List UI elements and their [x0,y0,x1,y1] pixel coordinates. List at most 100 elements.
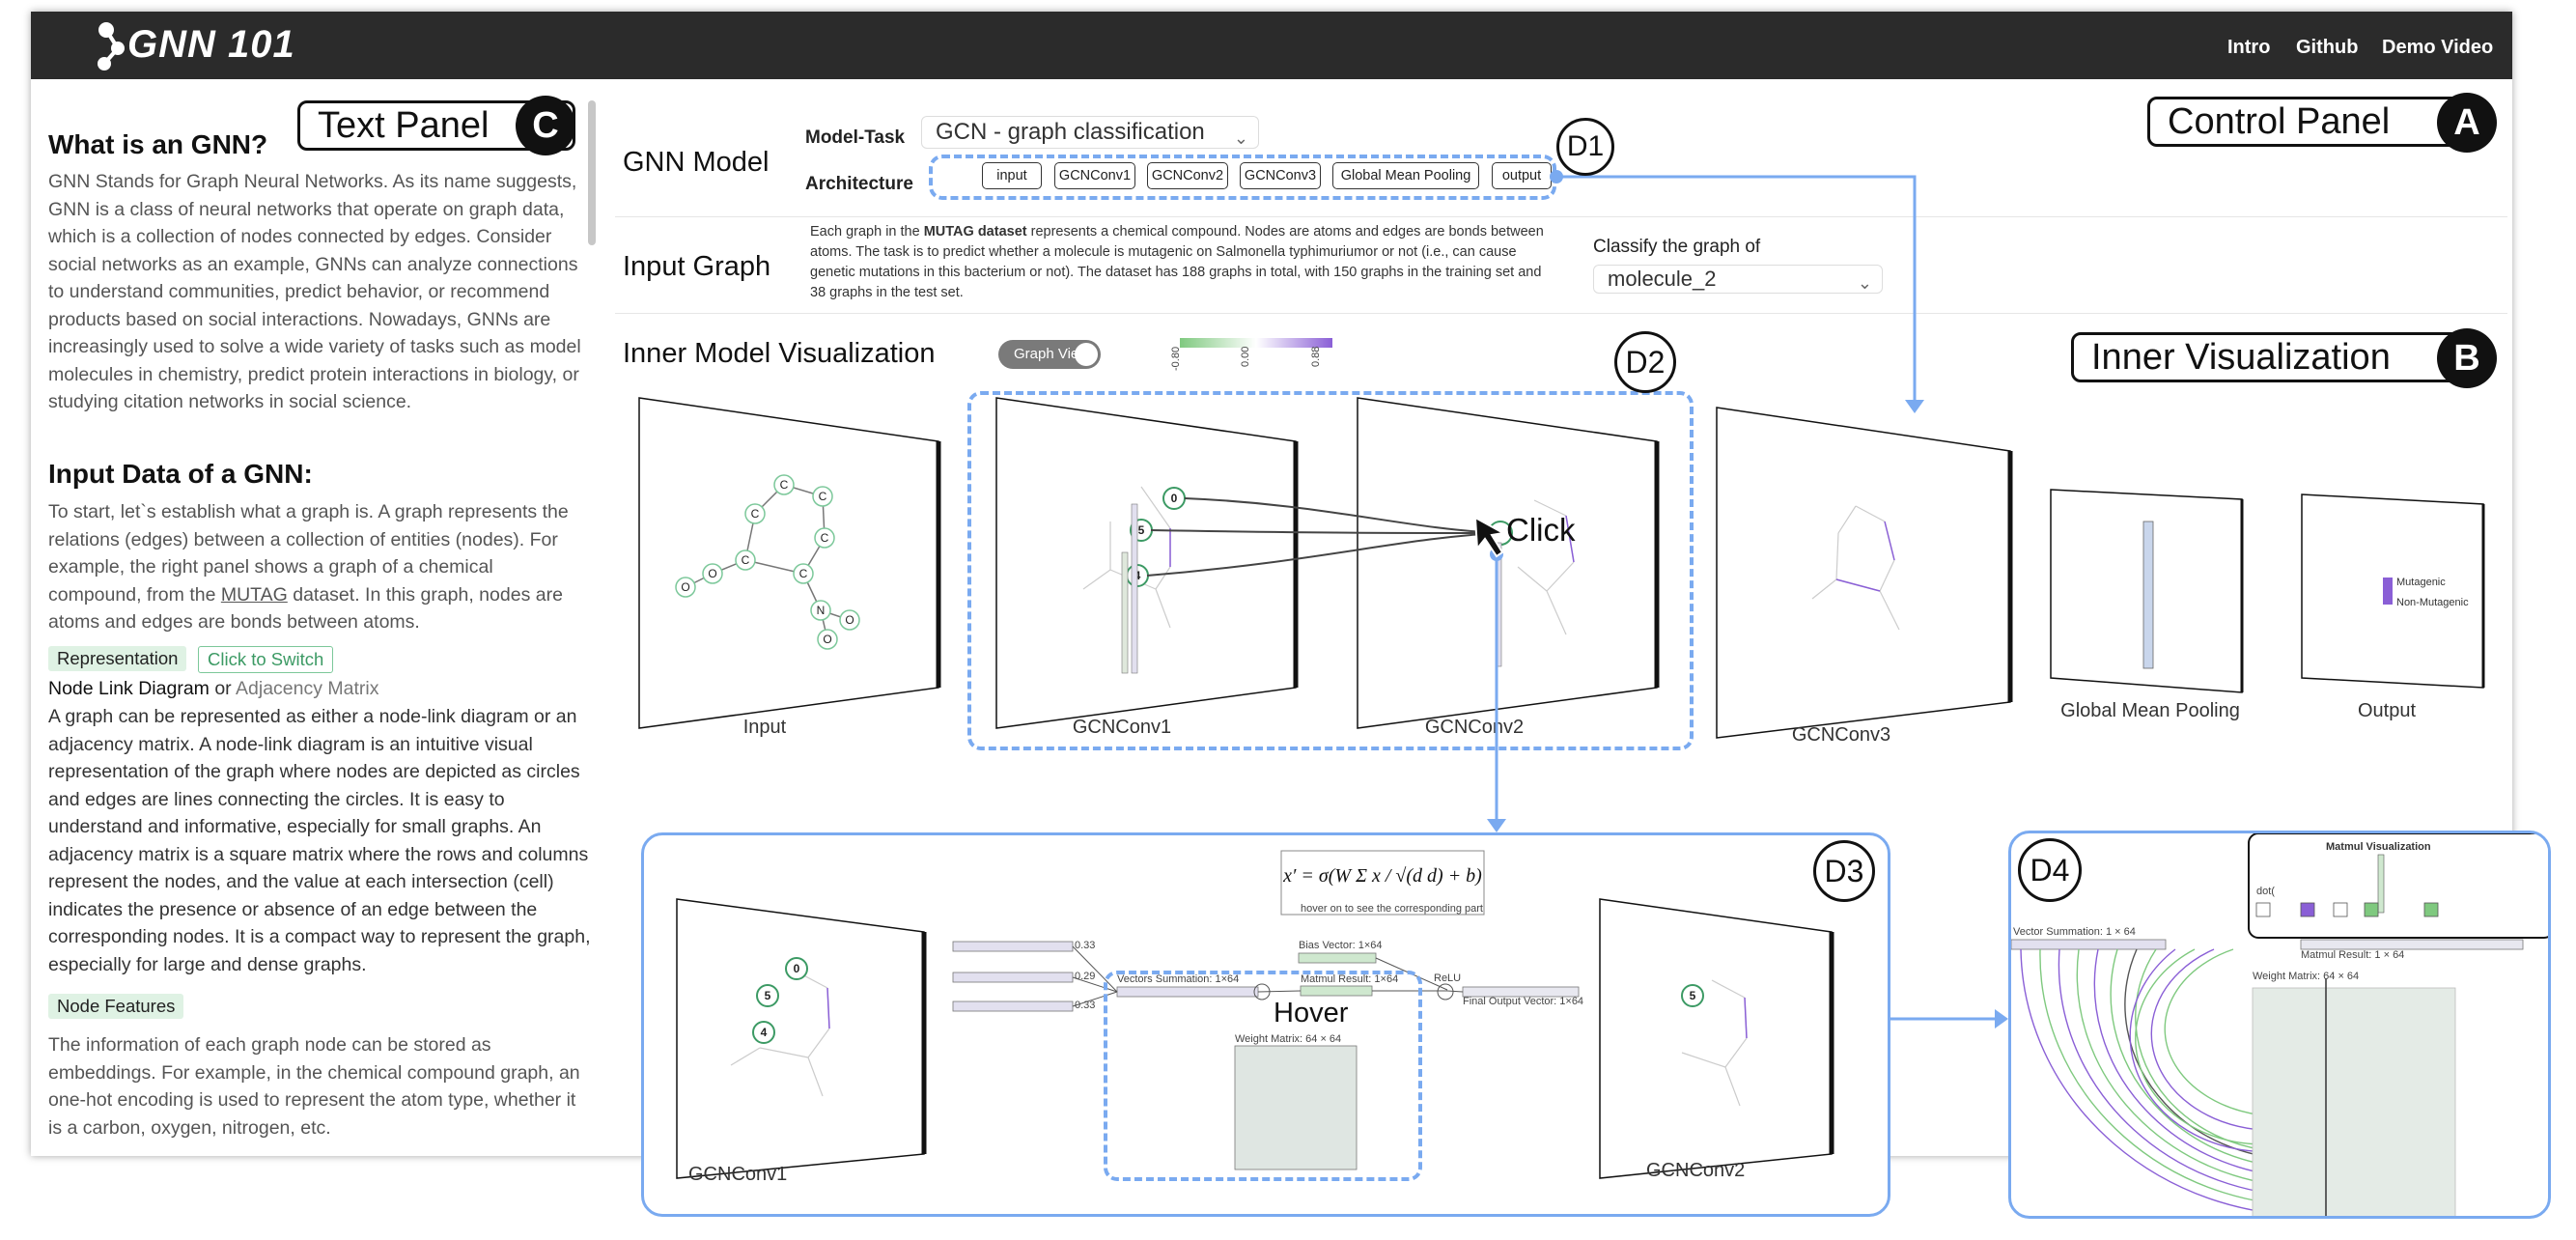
color-scale-bar [1180,338,1332,348]
representation-tag: Representation [48,646,187,671]
layer-label-pooling: Global Mean Pooling [2060,700,2240,721]
svg-text:5: 5 [1138,523,1145,537]
graph-view-toggle[interactable]: Graph View [998,340,1101,369]
d4-zoom-panel: Matmul Visualization dot( Vector Summati… [2008,831,2551,1219]
arch-gcnconv3-button[interactable]: GCNConv3 [1240,162,1321,189]
mutag-link[interactable]: MUTAG [220,583,288,606]
adjacency-matrix-option[interactable]: Adjacency Matrix [236,678,379,699]
gcn-formula[interactable]: x′ = σ(W Σ x / √(d d) + b) [1282,865,1482,887]
chevron-down-icon: ⌄ [1857,273,1872,293]
d3-left-layer-label: GCNConv1 [688,1164,788,1185]
gcnconv1-layer-plane[interactable] [995,397,1299,729]
dataset-description: Each graph in the MUTAG dataset represen… [810,224,1544,300]
inner-viz-annotation: Inner Visualization [2071,332,2467,382]
svg-text:C: C [751,507,760,521]
arch-input-button[interactable]: input [982,162,1042,189]
output-layer-plane[interactable] [2301,493,2485,689]
node-features-paragraph: The information of each graph node can b… [48,1034,580,1139]
svg-text:4: 4 [761,1026,768,1039]
layer-label-gcnconv1: GCNConv1 [1072,717,1172,738]
chevron-down-icon: ⌄ [1233,128,1248,148]
pooling-layer-plane[interactable] [2050,489,2244,693]
d4-vector-summation-label: Vector Summation: 1 × 64 [2013,926,2136,938]
formula-caption: hover on to see the corresponding part [1301,903,1483,915]
divider [615,216,2507,217]
model-task-label: Model-Task [805,127,906,148]
d1-highlight-box [929,155,1556,200]
d4-weight-matrix[interactable] [2252,987,2456,1219]
arch-gcnconv2-button[interactable]: GCNConv2 [1147,162,1228,189]
input-layer-plane[interactable] [638,397,941,729]
representation-options: Node Link Diagram or Adjacency Matrix [48,678,379,699]
svg-text:5: 5 [765,989,771,1002]
gcnconv2-layer-plane[interactable] [1357,397,1660,729]
d2-highlight-box [967,391,1694,750]
d3-weight-matrix-label: Weight Matrix: 64 × 64 [1235,1033,1342,1045]
model-task-select[interactable]: GCN - graph classification⌄ [921,116,1259,149]
arch-gcnconv1-button[interactable]: GCNConv1 [1054,162,1135,189]
nav-github-link[interactable]: Github [2296,37,2359,58]
node-features-tag: Node Features [48,994,184,1019]
text-panel-scrollbar[interactable] [588,100,596,245]
architecture-label: Architecture [805,174,913,194]
d3-value-2: 0.29 [1075,971,1096,982]
gcnconv1-feature-vector[interactable] [1121,551,1129,674]
d4-dot-label: dot( [2256,886,2275,897]
d3-value-3: 0.33 [1075,1000,1096,1011]
text-panel[interactable]: What is an GNN? GNN Stands for Graph Neu… [31,79,596,1156]
navbar: GNN 101 Intro Github Demo Video [31,12,2512,79]
gcnconv3-layer-plane[interactable] [1716,407,2013,739]
d4-weight-matrix-label: Weight Matrix: 64 × 64 [2253,971,2360,982]
text-panel-annotation-letter: C [516,96,575,155]
d4-title: Matmul Visualization [2326,841,2431,853]
gcn-connection-curves [1146,497,1499,577]
svg-text:N: N [817,604,826,617]
svg-text:5: 5 [1690,989,1696,1002]
svg-text:O: O [823,633,831,646]
logo-icon [98,22,125,70]
d3-hover-region[interactable] [1104,971,1422,1181]
d1-label: D1 [1556,118,1614,176]
gcnconv3-highlight-edge [1884,521,1895,561]
divider [615,313,2507,314]
d3-value-1: 0.33 [1075,940,1096,951]
gcnconv3-highlight-edge [1835,578,1881,592]
d4-canvas [2011,833,2548,1219]
classify-label: Classify the graph of [1593,237,1761,257]
gcnconv1-feature-vector[interactable] [1131,503,1138,674]
d2-label: D2 [1614,331,1676,393]
click-cursor-icon [1473,516,1507,558]
arch-global-mean-pooling-button[interactable]: Global Mean Pooling [1332,162,1479,189]
d3-final-output-label: Final Output Vector: 1×64 [1463,996,1584,1007]
control-panel-annotation-letter: A [2437,93,2497,153]
inner-viz-annotation-letter: B [2437,328,2497,388]
input-graph-atom-labels: CC CC CC OO NO O [681,478,854,646]
d3-matmul-result-label: Matmul Result: 1×64 [1301,973,1399,985]
what-is-gnn-heading: What is an GNN? [48,129,268,159]
svg-text:O: O [708,567,716,580]
click-to-switch-button[interactable]: Click to Switch [198,646,334,673]
arch-output-button[interactable]: output [1492,162,1552,189]
nav-demo-video-link[interactable]: Demo Video [2382,37,2494,58]
input-graph-nodes[interactable] [675,474,860,650]
inner-model-viz-title: Inner Model Visualization [623,338,936,369]
control-panel-annotation: Control Panel [2147,97,2466,147]
layer-label-gcnconv2: GCNConv2 [1424,717,1525,738]
svg-text:C: C [780,478,789,492]
input-data-paragraph: To start, let`s establish what a graph i… [48,501,569,633]
graph-select[interactable]: molecule_2⌄ [1593,265,1883,294]
toggle-knob [1075,343,1098,366]
svg-text:C: C [799,567,808,580]
d3-canvas: 0 5 4 5 x′ = σ(W Σ x / √(d d) + b) [676,850,1834,1179]
click-annotation: Click [1506,512,1576,548]
svg-text:C: C [819,490,827,503]
app-logo-text[interactable]: GNN 101 [127,23,295,66]
node-link-option[interactable]: Node Link Diagram [48,678,210,699]
output-label-non-mutagenic: Non-Mutagenic [2396,597,2469,608]
layer-label-input: Input [742,717,787,738]
gnn-model-title: GNN Model [623,147,770,178]
nav-intro-link[interactable]: Intro [2227,37,2271,58]
svg-text:0: 0 [1171,492,1178,505]
output-label-mutagenic: Mutagenic [2396,577,2446,588]
svg-text:C: C [742,553,750,567]
